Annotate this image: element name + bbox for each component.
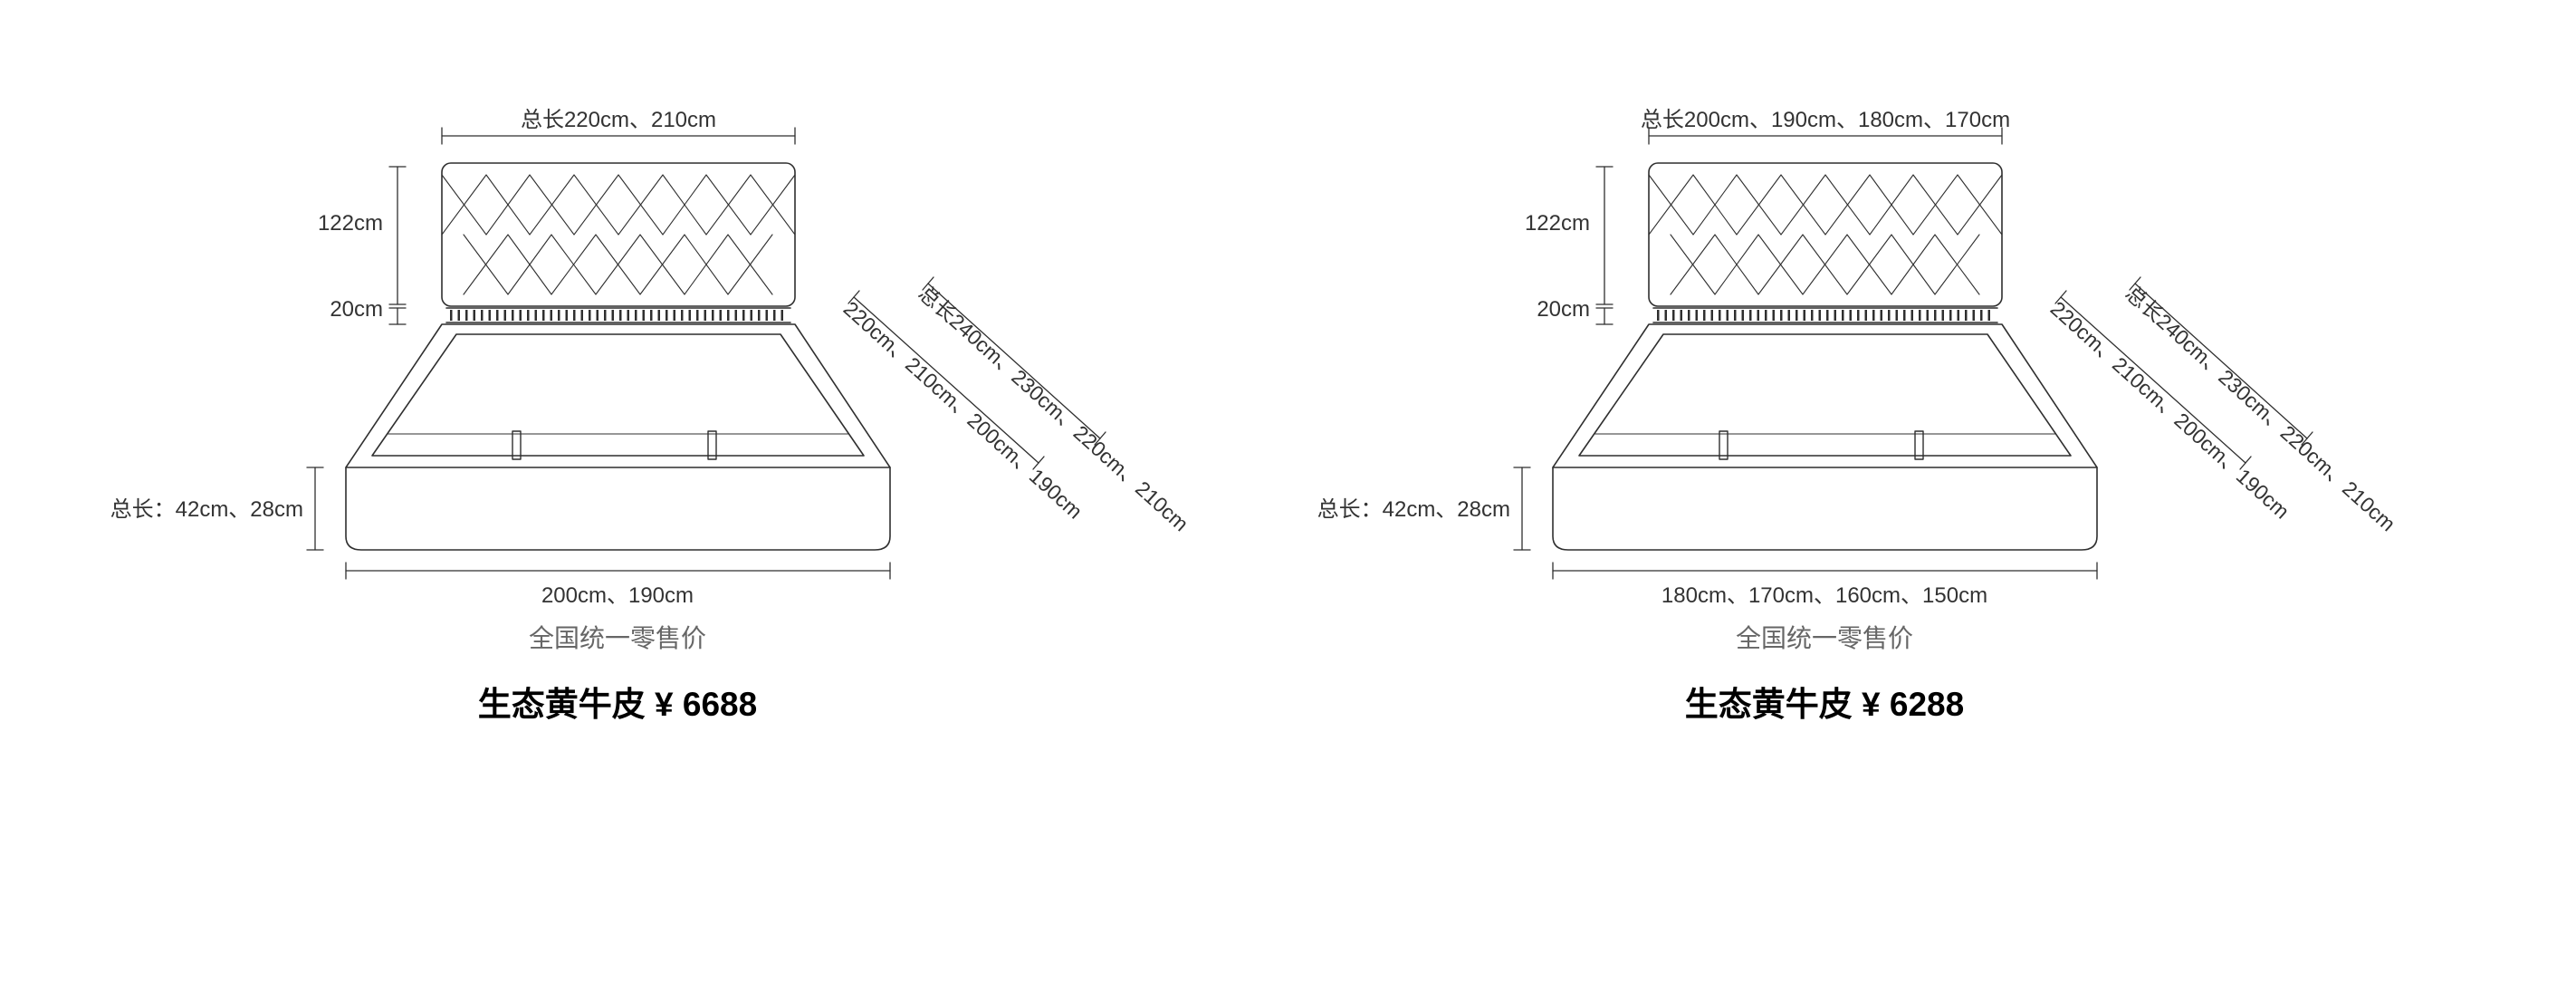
dim-headboard-height: 122cm xyxy=(1525,211,1590,236)
product-price: 生态黄牛皮 ¥ 6688 xyxy=(478,686,757,723)
bed-diagram-1: 总长220cm、210cm 122cm 20cm 总长：42cm、28cm 20… xyxy=(23,7,1218,755)
dim-rail-height: 20cm xyxy=(1537,297,1590,322)
bed-diagram-2: 总长200cm、190cm、180cm、170cm 122cm 20cm 总长：… xyxy=(1230,7,2425,755)
retail-price-label: 全国统一零售价 xyxy=(529,624,706,652)
dim-bottom-width: 200cm、190cm xyxy=(541,583,694,608)
dim-base-height: 总长：42cm、28cm xyxy=(110,497,303,522)
dim-top-length: 总长220cm、210cm xyxy=(521,108,716,132)
dim-top-length: 总长200cm、190cm、180cm、170cm xyxy=(1641,108,2010,132)
bed-line-drawing-2: 总长200cm、190cm、180cm、170cm 122cm 20cm 总长：… xyxy=(1317,108,2400,723)
dim-headboard-height: 122cm xyxy=(318,211,383,236)
dim-base-height: 总长：42cm、28cm xyxy=(1317,497,1510,522)
dim-bottom-width: 180cm、170cm、160cm、150cm xyxy=(1661,583,1987,608)
product-price: 生态黄牛皮 ¥ 6288 xyxy=(1685,686,1964,723)
retail-price-label: 全国统一零售价 xyxy=(1736,624,1913,652)
bed-line-drawing-1: 总长220cm、210cm 122cm 20cm 总长：42cm、28cm 20… xyxy=(110,108,1193,723)
dim-rail-height: 20cm xyxy=(330,297,383,322)
